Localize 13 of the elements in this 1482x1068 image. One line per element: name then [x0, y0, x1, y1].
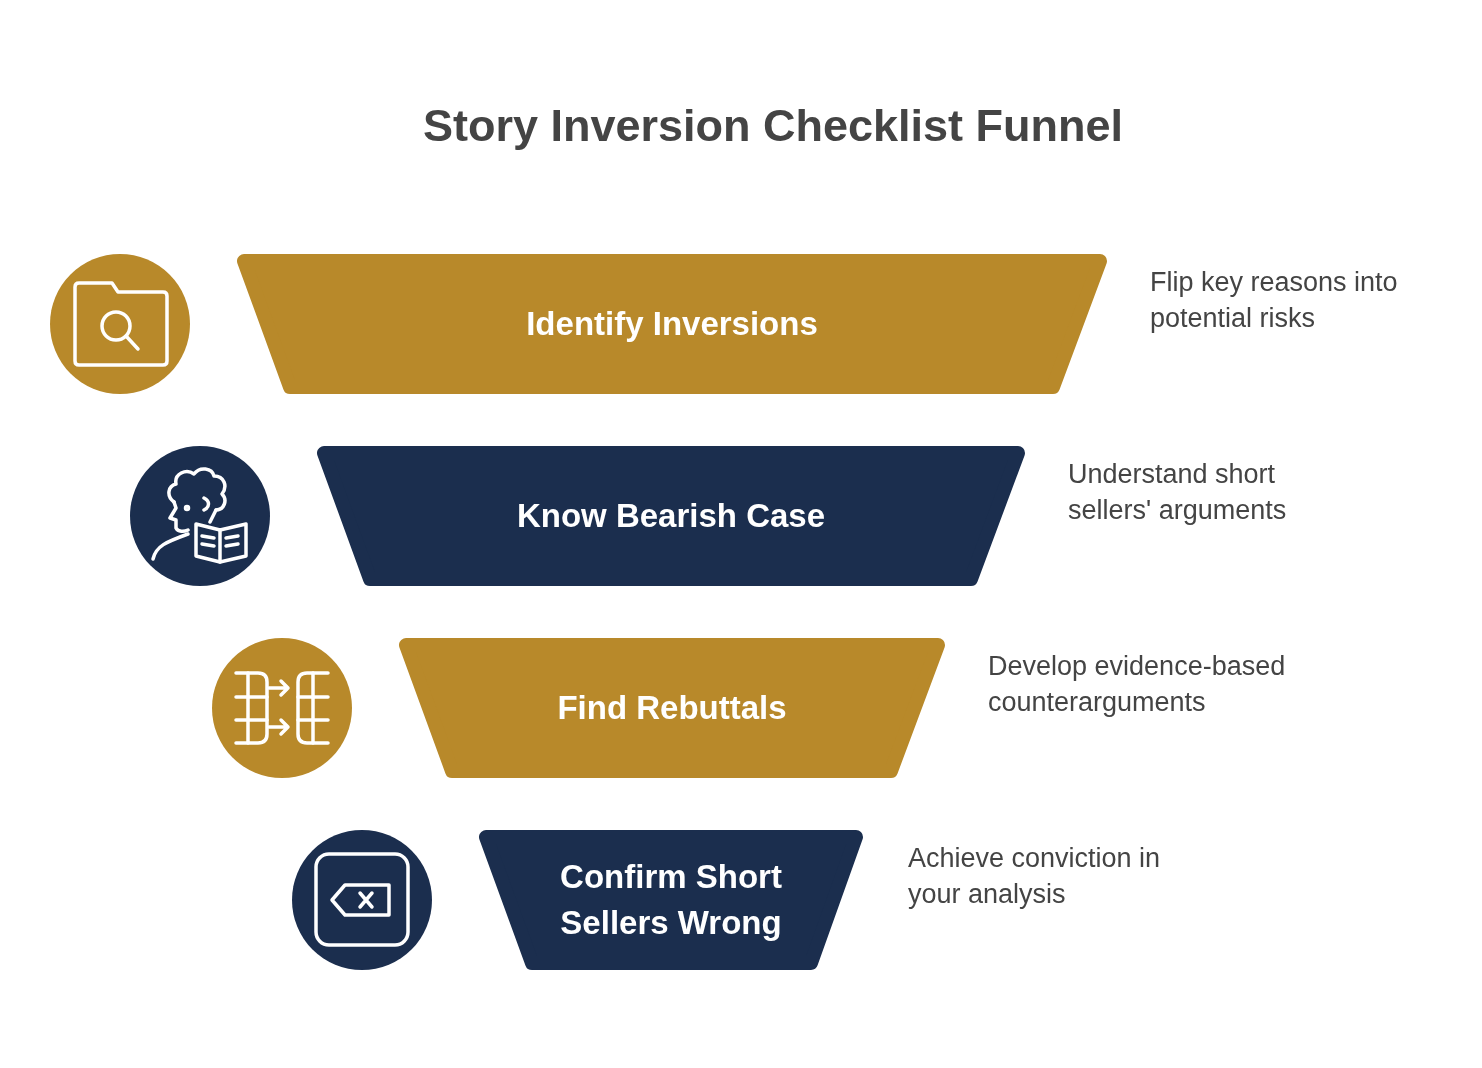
funnel-stage-band: [234, 254, 1110, 394]
description-text: Develop evidence-based counterarguments: [988, 650, 1287, 719]
stage-label: Find Rebuttals: [557, 688, 787, 728]
funnel-stage-band: [396, 638, 948, 778]
description-text: Achieve conviction in your analysis: [908, 842, 1162, 911]
stage-label: Know Bearish Case: [516, 496, 826, 536]
funnel-stage-band: [314, 446, 1028, 586]
stage-label: Confirm Short Sellers Wrong: [559, 857, 783, 943]
description-text: Understand short sellers' arguments: [1068, 458, 1288, 527]
funnel-stage-band: [476, 830, 866, 970]
description-text: Flip key reasons into potential risks: [1150, 266, 1399, 335]
stage-label: Identify Inversions: [526, 304, 818, 344]
diagram-title: Story Inversion Checklist Funnel: [422, 99, 1124, 153]
